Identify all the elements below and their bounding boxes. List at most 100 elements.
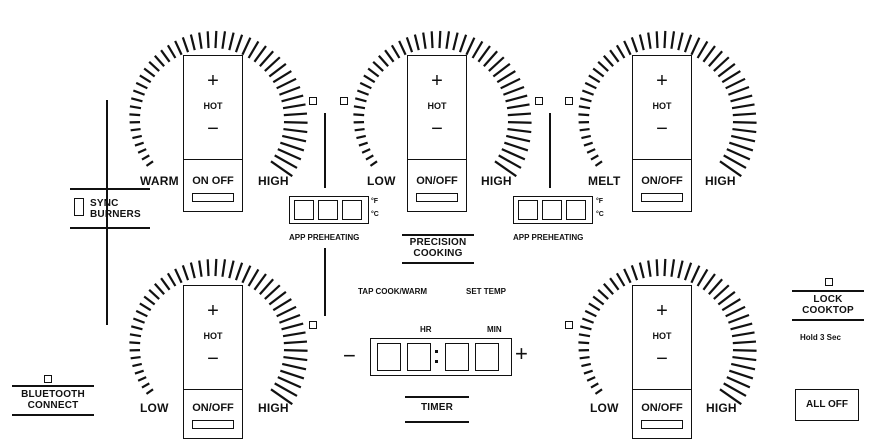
dial-tick <box>132 89 145 96</box>
decrease-button[interactable]: − <box>207 118 219 140</box>
dial-tick <box>730 94 753 103</box>
dial-tick <box>139 74 152 84</box>
dial-tick <box>579 355 590 360</box>
dial-tick <box>198 260 203 277</box>
dial-tick <box>445 31 451 49</box>
dial-tick <box>732 340 757 345</box>
dial-top-left-ticks[interactable] <box>129 30 308 178</box>
precision-cooking-button[interactable]: PRECISION COOKING <box>402 237 474 259</box>
bluetooth-label-line1: BLUETOOTH <box>21 389 85 400</box>
dial-top-center-ticks[interactable] <box>353 30 532 178</box>
burner-bottom-right-control: + HOT − ON/OFF <box>632 285 692 439</box>
dial-tick <box>719 388 742 406</box>
dial-tick <box>597 61 609 72</box>
dial-tick <box>494 160 517 178</box>
dial-tick <box>166 44 177 59</box>
increase-button[interactable]: + <box>207 70 219 92</box>
dial-top-right-ticks[interactable] <box>578 30 757 178</box>
dial-tick <box>358 141 369 147</box>
dial-tick <box>588 74 601 84</box>
dial-tick <box>458 34 468 53</box>
lock-label-line2: COOKTOP <box>802 305 854 316</box>
dial-tick <box>264 56 281 72</box>
dial-tick <box>221 31 227 49</box>
sync-burners-button[interactable]: SYNC BURNERS <box>90 198 141 220</box>
dial-bottom-right-ticks[interactable] <box>578 258 757 406</box>
dial-tick <box>272 70 292 84</box>
dial-tick <box>609 49 620 63</box>
lock-label-line1: LOCK <box>813 294 843 305</box>
increase-button[interactable]: + <box>656 300 668 322</box>
on-off-button[interactable]: ON/OFF <box>192 402 234 414</box>
dial-tick <box>726 148 751 161</box>
bluetooth-connect-button[interactable]: BLUETOOTH CONNECT <box>12 389 94 411</box>
dial-tick <box>283 120 308 124</box>
dial-tick <box>247 40 260 59</box>
decrease-button[interactable]: − <box>431 118 443 140</box>
dial-tick <box>584 81 597 90</box>
burner-indicator-light <box>565 321 573 329</box>
segment-digit <box>342 200 362 220</box>
dial-tick <box>189 262 196 279</box>
dial-tick <box>160 277 171 291</box>
dial-bottom-left-ticks[interactable] <box>129 258 308 406</box>
dial-tick <box>578 333 591 338</box>
dial-tick <box>647 32 652 49</box>
dial-tick <box>134 141 145 147</box>
decrease-button[interactable]: − <box>656 118 668 140</box>
segment-digit <box>542 200 562 220</box>
dial-tick <box>581 134 592 140</box>
increase-button[interactable]: + <box>431 70 443 92</box>
precision-label-line1: PRECISION <box>409 237 467 248</box>
sync-bottom-rule <box>70 227 150 229</box>
lock-cooktop-button[interactable]: LOCK COOKTOP <box>792 294 864 316</box>
dial-tick <box>422 32 427 49</box>
sync-label-line2: BURNERS <box>90 209 141 220</box>
dial-low-label: WARM <box>140 174 179 188</box>
increase-button[interactable]: + <box>656 70 668 92</box>
dial-tick <box>198 32 203 49</box>
dial-high-label: HIGH <box>258 174 289 188</box>
dial-tick <box>134 369 145 375</box>
set-temp-button[interactable]: SET TEMP <box>466 287 507 296</box>
dial-tick <box>592 67 605 78</box>
dial-tick <box>505 94 528 103</box>
dial-tick <box>713 56 730 72</box>
dial-tick <box>135 81 148 90</box>
lock-top-rule <box>792 290 864 292</box>
timer-button[interactable]: TIMER <box>420 402 454 413</box>
on-off-button[interactable]: ON/OFF <box>641 175 683 187</box>
tap-cook-warm-button[interactable]: TAP COOK/WARM <box>358 287 428 296</box>
dial-tick <box>413 34 420 51</box>
dial-tick <box>663 258 667 277</box>
dial-tick <box>594 388 603 395</box>
dial-tick <box>579 325 592 331</box>
dial-tick <box>160 49 171 63</box>
sync-label-line1: SYNC <box>90 198 119 209</box>
dial-tick <box>732 127 757 134</box>
divider-line <box>324 113 326 188</box>
dial-tick <box>623 268 632 284</box>
on-off-button[interactable]: ON OFF <box>192 175 234 187</box>
divider <box>184 389 242 390</box>
lock-indicator-light <box>825 278 833 286</box>
hot-indicator: HOT <box>203 101 223 111</box>
timer-increase-button[interactable]: + <box>515 341 528 366</box>
hot-indicator: HOT <box>652 331 672 341</box>
on-off-button[interactable]: ON/OFF <box>416 175 458 187</box>
dial-tick <box>452 32 459 51</box>
decrease-button[interactable]: − <box>656 348 668 370</box>
dial-tick <box>732 112 757 117</box>
burner-indicator-light <box>309 321 317 329</box>
increase-button[interactable]: + <box>207 300 219 322</box>
timer-decrease-button[interactable]: − <box>343 343 356 368</box>
on-off-button[interactable]: ON/OFF <box>641 402 683 414</box>
all-off-button[interactable]: ALL OFF <box>795 389 859 421</box>
dial-tick <box>206 259 210 277</box>
hot-indicator: HOT <box>652 101 672 111</box>
dial-tick <box>372 61 384 72</box>
decrease-button[interactable]: − <box>207 348 219 370</box>
sync-bracket-line <box>106 100 108 325</box>
dial-tick <box>670 259 676 277</box>
dial-tick <box>363 74 376 84</box>
